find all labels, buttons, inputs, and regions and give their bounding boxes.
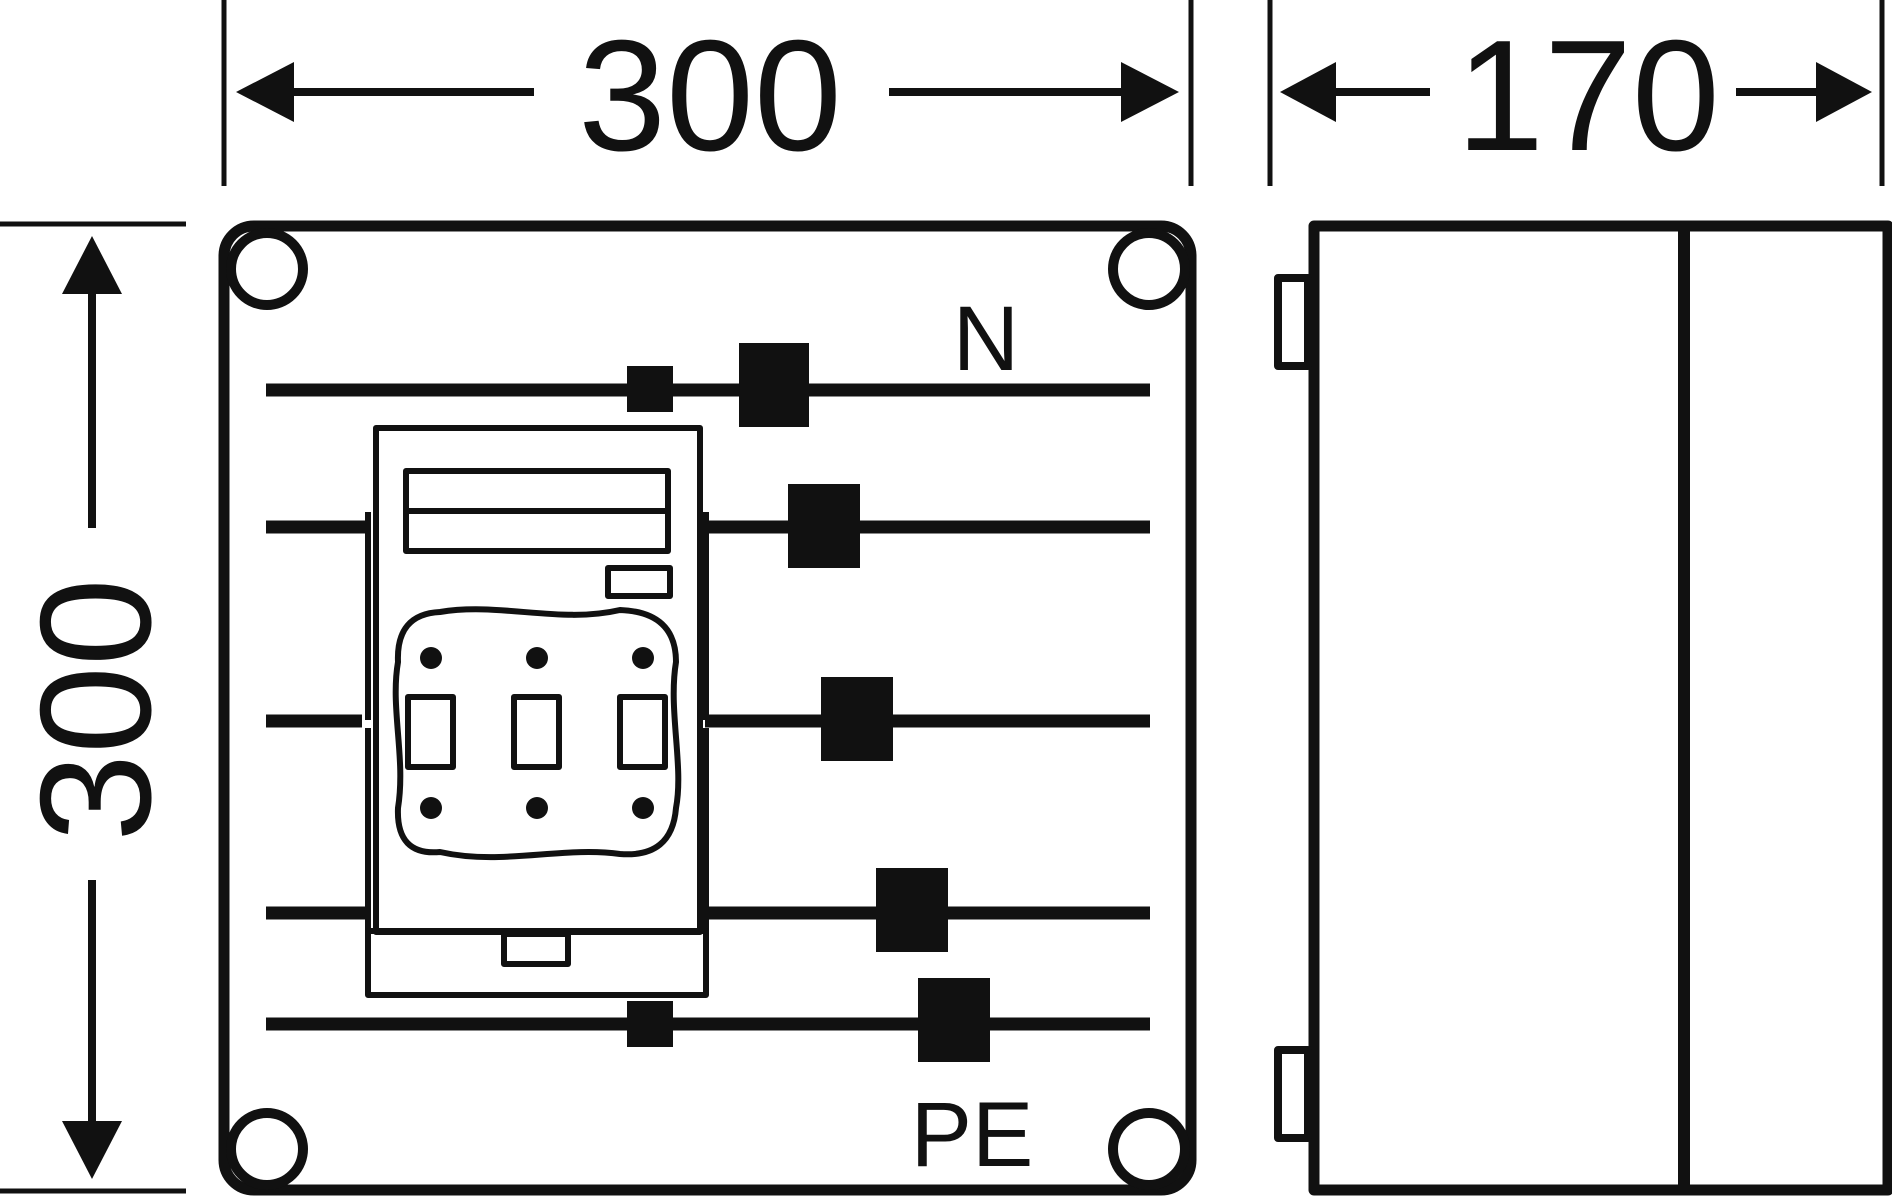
enclosure-outline [218, 220, 1197, 1196]
depth-dimension-value: 170 [1456, 8, 1720, 184]
corner-screw-bottom-right [1108, 1108, 1190, 1190]
terminal-pe-small [627, 1001, 673, 1047]
depth-arrow-left [1280, 62, 1336, 122]
neutral-label: N [953, 288, 1019, 390]
side-view-outline [1308, 220, 1892, 1196]
fuse-contact-bottom-2 [526, 797, 548, 819]
fuse-contact-bottom-3 [632, 797, 654, 819]
switch-indicator [605, 565, 673, 599]
terminal-n [739, 343, 809, 427]
fuse-slot-2 [511, 694, 562, 770]
fuse-slot-3 [617, 694, 668, 770]
protective-earth-label: PE [911, 1084, 1034, 1186]
terminal-pe [918, 978, 990, 1062]
side-view [1274, 220, 1892, 1196]
fuse-carrier-outline [392, 606, 682, 861]
switch-base-tab [501, 931, 571, 967]
side-view-hinge-top [1274, 274, 1312, 370]
height-arrow-top [62, 236, 122, 294]
fuse-contact-top-2 [526, 647, 548, 669]
height-dimension: 300 [0, 221, 186, 1194]
side-view-hinge-bottom [1274, 1046, 1312, 1142]
terminal-l3 [876, 868, 948, 952]
depth-arrow-right [1816, 62, 1872, 122]
fuse-slot-1 [405, 694, 456, 770]
width-dimension: 300 [221, 0, 1194, 186]
width-arrow-right [1121, 62, 1179, 122]
width-dimension-value: 300 [578, 8, 842, 184]
fuse-contact-bottom-1 [420, 797, 442, 819]
height-arrow-bottom [62, 1121, 122, 1179]
terminal-n-small [627, 366, 673, 412]
corner-screw-top-left [226, 228, 308, 310]
corner-screw-bottom-left [226, 1108, 308, 1190]
fuse-contact-top-1 [420, 647, 442, 669]
terminal-l2 [821, 677, 893, 761]
corner-screw-top-right [1108, 228, 1190, 310]
fuse-contact-top-3 [632, 647, 654, 669]
front-view: N PE [218, 220, 1197, 1196]
terminal-l1 [788, 484, 860, 568]
height-dimension-value: 300 [8, 578, 184, 842]
width-arrow-left [236, 62, 294, 122]
switch-disconnector [365, 425, 709, 998]
depth-dimension: 170 [1267, 0, 1885, 186]
